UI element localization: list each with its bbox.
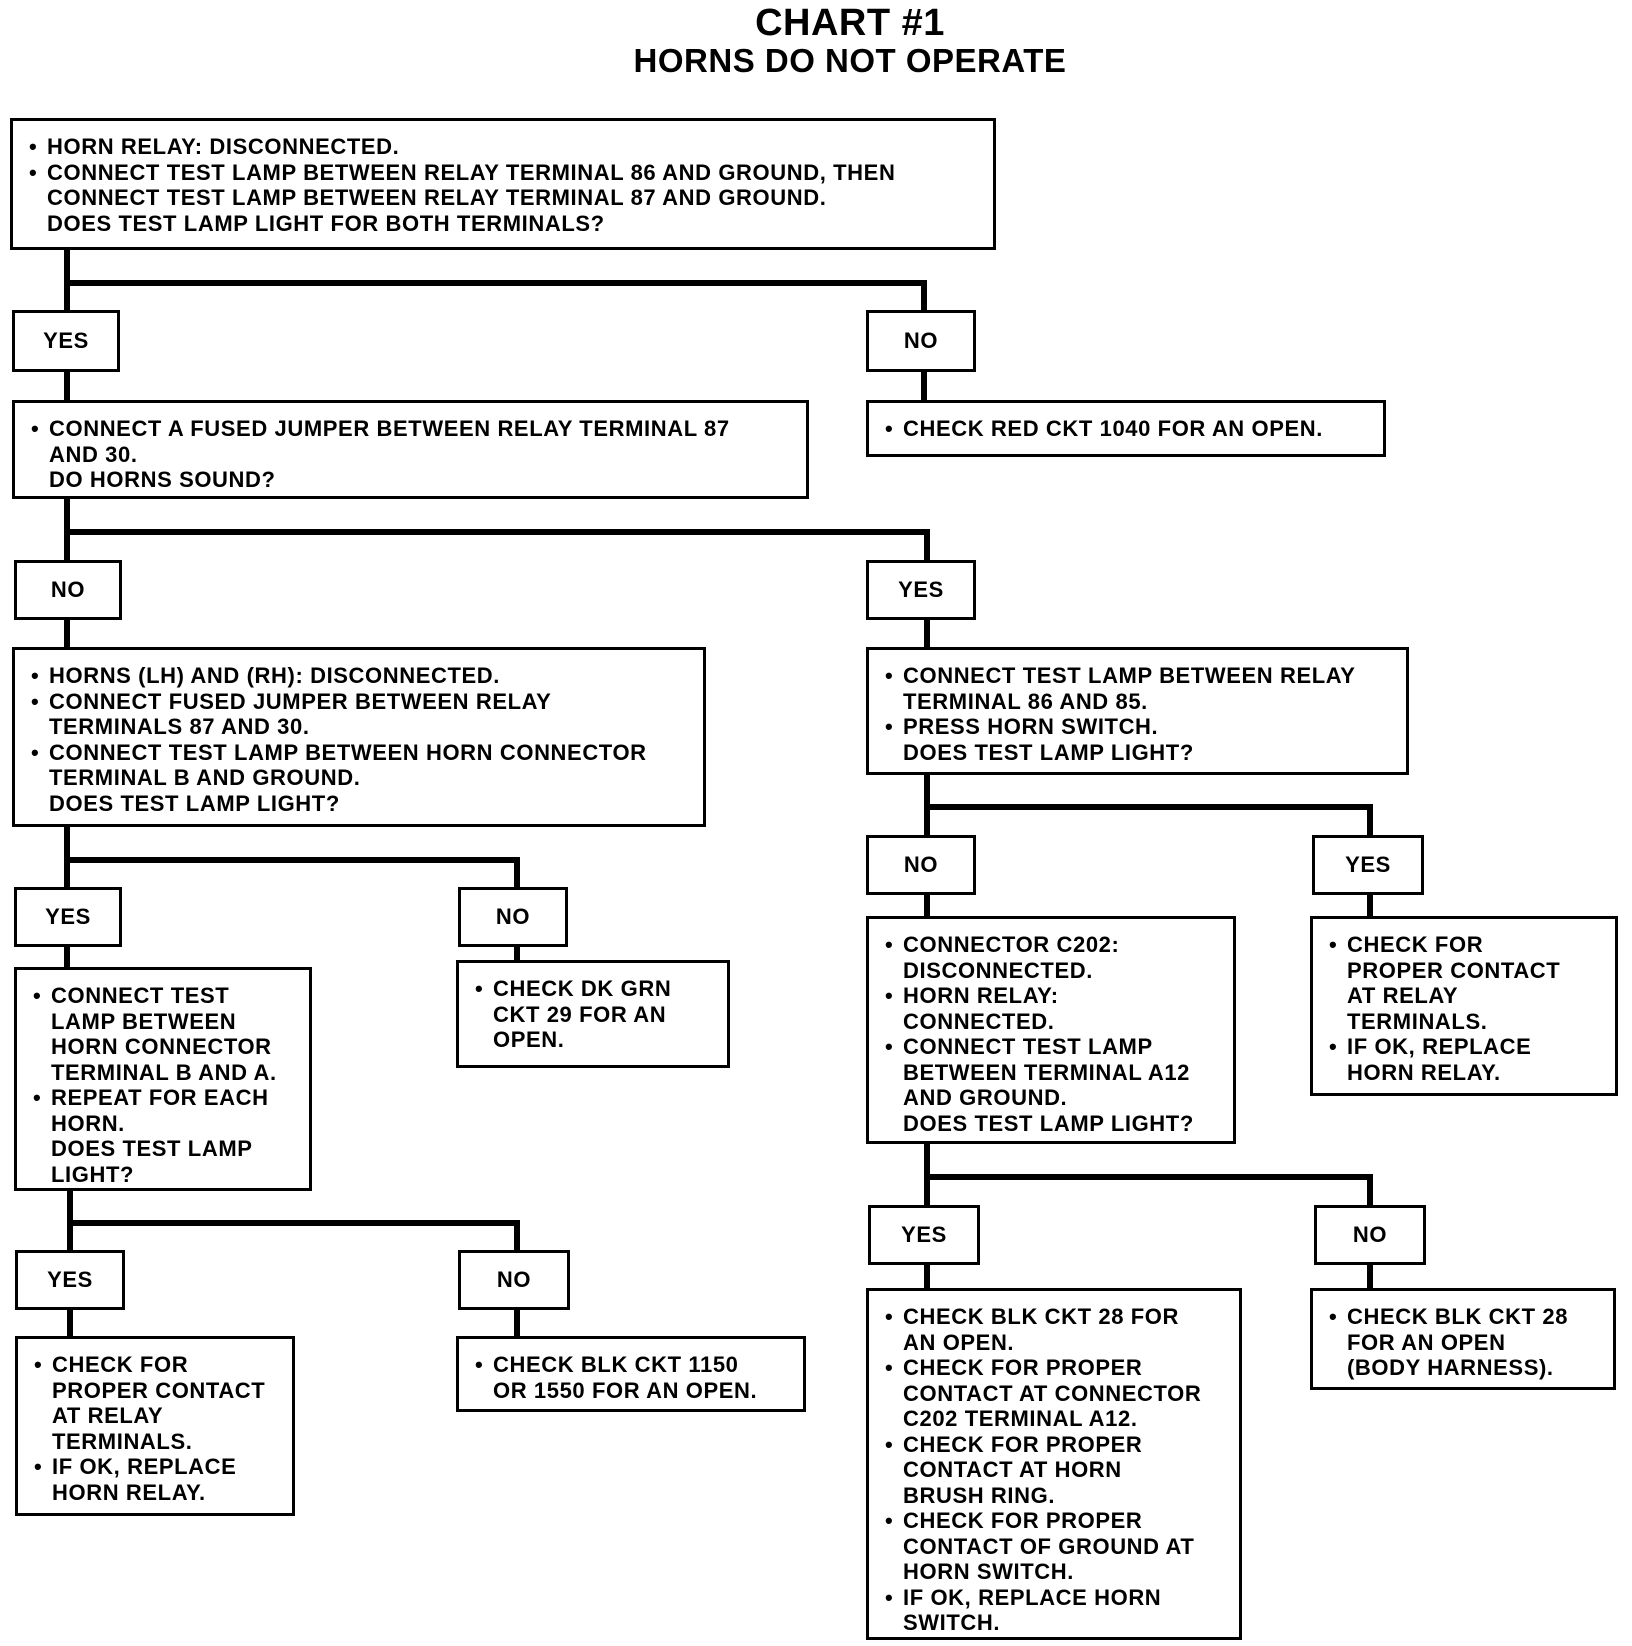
step-box-check-red-ckt: CHECK RED CKT 1040 FOR AN OPEN.: [866, 400, 1386, 457]
connector-line: [924, 618, 930, 648]
no-label: NO: [458, 1250, 570, 1310]
connector-line: [924, 893, 930, 917]
step-item: CONNECT TEST LAMP BETWEEN TERMINAL A12 A…: [883, 1034, 1223, 1111]
step-item: CHECK DK GRN CKT 29 FOR AN OPEN.: [473, 976, 717, 1053]
chart-subtitle: HORNS DO NOT OPERATE: [633, 42, 1067, 79]
connector-line: [1367, 1263, 1373, 1290]
connector-line: [1367, 804, 1373, 835]
step-box-check-dk-grn: CHECK DK GRN CKT 29 FOR AN OPEN.: [456, 960, 730, 1068]
step-item: HORN RELAY: DISCONNECTED.: [27, 134, 983, 160]
step-item: CHECK FOR PROPER CONTACT OF GROUND AT HO…: [883, 1508, 1229, 1585]
no-label: NO: [14, 560, 122, 620]
connector-line: [64, 497, 70, 560]
connector-line: [921, 280, 927, 310]
step-question: DOES TEST LAMP LIGHT?: [903, 1110, 1194, 1136]
no-label: NO: [866, 835, 976, 895]
step-box-relay-test: HORN RELAY: DISCONNECTED. CONNECT TEST L…: [10, 118, 996, 250]
connector-line: [924, 1263, 930, 1290]
connector-line: [64, 280, 927, 286]
step-question: DO HORNS SOUND?: [49, 467, 276, 492]
connector-line: [64, 825, 70, 887]
connector-line: [64, 248, 70, 310]
connector-line: [514, 1220, 520, 1250]
step-question: DOES TEST LAMP LIGHT FOR BOTH TERMINALS?: [47, 210, 605, 236]
yes-label: YES: [1312, 835, 1424, 895]
step-box-relay-contact-right: CHECK FOR PROPER CONTACT AT RELAY TERMIN…: [1310, 916, 1618, 1096]
step-item: CHECK FOR PROPER CONTACT AT CONNECTOR C2…: [883, 1355, 1229, 1432]
step-item: CHECK FOR PROPER CONTACT AT HORN BRUSH R…: [883, 1432, 1229, 1509]
step-box-relay-86-85: CONNECT TEST LAMP BETWEEN RELAY TERMINAL…: [866, 647, 1409, 775]
yes-label: YES: [866, 560, 976, 620]
connector-line: [67, 1308, 73, 1338]
connector-line: [924, 804, 1373, 810]
step-box-fused-jumper: CONNECT A FUSED JUMPER BETWEEN RELAY TER…: [12, 400, 809, 499]
yes-label: YES: [15, 1250, 125, 1310]
connector-line: [67, 1188, 73, 1250]
yes-label: YES: [12, 310, 120, 372]
step-item: PRESS HORN SWITCH.: [883, 714, 1396, 740]
step-item: HORN RELAY: CONNECTED.: [883, 983, 1223, 1034]
step-item: IF OK, REPLACE HORN RELAY.: [1327, 1034, 1605, 1085]
yes-label: YES: [868, 1205, 980, 1265]
no-label: NO: [458, 887, 568, 947]
step-item: CHECK BLK CKT 28 FOR AN OPEN (BODY HARNE…: [1327, 1304, 1603, 1381]
connector-line: [921, 369, 927, 402]
step-item: CONNECT A FUSED JUMPER BETWEEN RELAY TER…: [29, 416, 796, 467]
connector-line: [514, 1308, 520, 1338]
step-item: CONNECT TEST LAMP BETWEEN HORN CONNECTOR…: [29, 740, 693, 791]
connector-line: [67, 1220, 520, 1226]
step-item: HORNS (LH) AND (RH): DISCONNECTED.: [29, 663, 693, 689]
step-box-relay-contact-left: CHECK FOR PROPER CONTACT AT RELAY TERMIN…: [15, 1336, 295, 1516]
step-item: CHECK BLK CKT 1150 OR 1550 FOR AN OPEN.: [473, 1352, 793, 1403]
step-box-check-blk-28-horn: CHECK BLK CKT 28 FOR AN OPEN. CHECK FOR …: [866, 1288, 1242, 1640]
connector-line: [64, 529, 930, 535]
step-box-check-blk-28-body: CHECK BLK CKT 28 FOR AN OPEN (BODY HARNE…: [1310, 1288, 1616, 1390]
connector-line: [64, 857, 520, 863]
step-box-check-blk-1150: CHECK BLK CKT 1150 OR 1550 FOR AN OPEN.: [456, 1336, 806, 1412]
connector-line: [1367, 1174, 1373, 1205]
connector-line: [514, 945, 520, 962]
chart-title: CHART #1: [755, 2, 945, 44]
step-question: DOES TEST LAMP LIGHT?: [51, 1136, 253, 1187]
connector-line: [924, 1174, 1373, 1180]
step-item: CONNECT TEST LAMP BETWEEN HORN CONNECTOR…: [31, 983, 299, 1085]
step-item: CHECK FOR PROPER CONTACT AT RELAY TERMIN…: [1327, 932, 1605, 1034]
connector-line: [924, 529, 930, 560]
step-item: CONNECTOR C202: DISCONNECTED.: [883, 932, 1223, 983]
step-question: DOES TEST LAMP LIGHT?: [903, 739, 1194, 765]
step-item: REPEAT FOR EACH HORN.: [31, 1085, 299, 1136]
step-item: CONNECT TEST LAMP BETWEEN RELAY TERMINAL…: [883, 663, 1396, 714]
connector-line: [64, 945, 70, 969]
connector-line: [64, 369, 70, 402]
step-item: CONNECT TEST LAMP BETWEEN RELAY TERMINAL…: [27, 160, 983, 211]
step-item: IF OK, REPLACE HORN SWITCH.: [883, 1585, 1229, 1636]
connector-line: [1367, 893, 1373, 917]
connector-line: [924, 1141, 930, 1205]
step-item: CHECK RED CKT 1040 FOR AN OPEN.: [883, 416, 1373, 442]
step-box-horn-connector: HORNS (LH) AND (RH): DISCONNECTED. CONNE…: [12, 647, 706, 827]
connector-line: [64, 618, 70, 648]
step-box-connector-c202: CONNECTOR C202: DISCONNECTED. HORN RELAY…: [866, 916, 1236, 1144]
connector-line: [924, 772, 930, 835]
step-item: IF OK, REPLACE HORN RELAY.: [32, 1454, 282, 1505]
no-label: NO: [866, 310, 976, 372]
step-item: CHECK FOR PROPER CONTACT AT RELAY TERMIN…: [32, 1352, 282, 1454]
step-question: DOES TEST LAMP LIGHT?: [49, 790, 340, 816]
step-item: CHECK BLK CKT 28 FOR AN OPEN.: [883, 1304, 1229, 1355]
step-item: CONNECT FUSED JUMPER BETWEEN RELAY TERMI…: [29, 689, 693, 740]
step-box-horn-terminal-b-a: CONNECT TEST LAMP BETWEEN HORN CONNECTOR…: [14, 967, 312, 1191]
no-label: NO: [1314, 1205, 1426, 1265]
yes-label: YES: [14, 887, 122, 947]
connector-line: [514, 857, 520, 887]
